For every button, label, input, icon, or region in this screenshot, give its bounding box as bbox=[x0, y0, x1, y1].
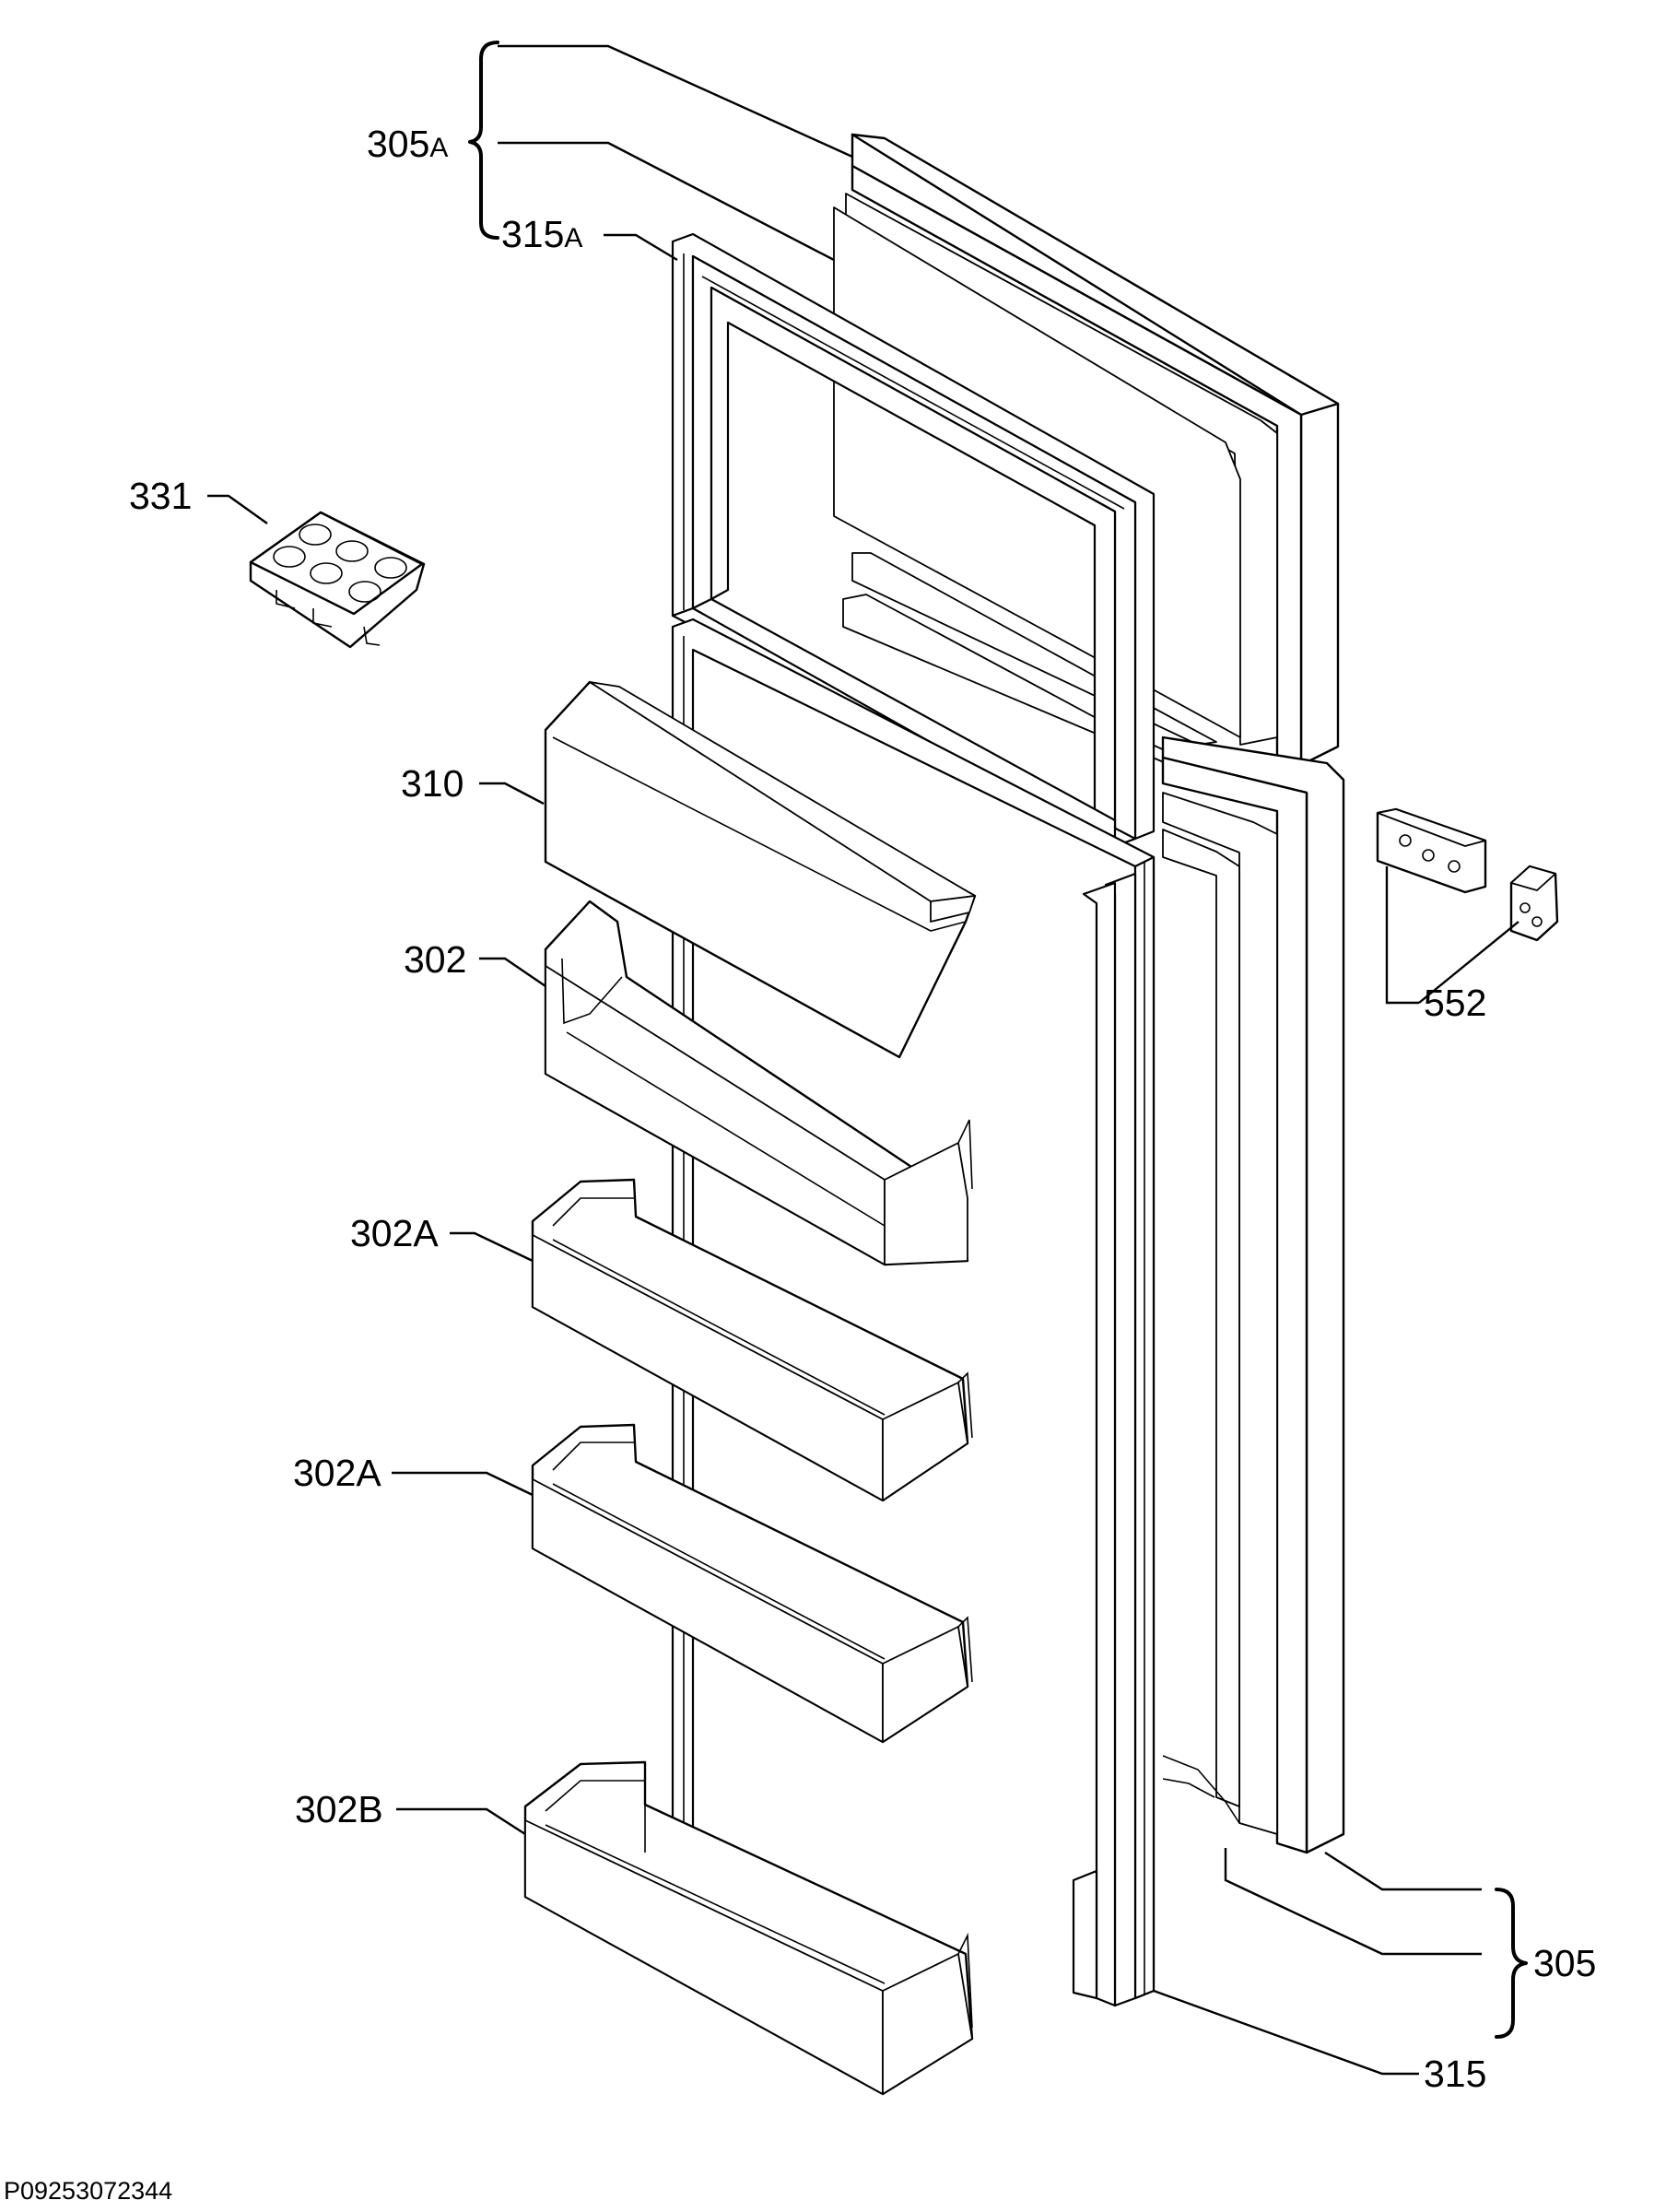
document-id: P09253072344 bbox=[4, 2177, 172, 2205]
label-310: 310 bbox=[401, 762, 463, 805]
label-302a-upper: 302A bbox=[350, 1212, 439, 1254]
hinge-kit bbox=[1376, 807, 1559, 942]
label-302a-lower: 302A bbox=[293, 1452, 381, 1494]
label-305: 305 bbox=[1533, 1942, 1596, 1984]
label-302: 302 bbox=[404, 938, 466, 981]
label-302b: 302B bbox=[295, 1788, 383, 1830]
fridge-door-panel bbox=[1161, 735, 1345, 1854]
bottle-shelf-top bbox=[544, 900, 973, 1266]
brace-305a bbox=[468, 41, 499, 240]
label-305a: 305A bbox=[367, 123, 448, 165]
door-shelf-lower bbox=[531, 1423, 973, 1744]
egg-tray bbox=[249, 511, 426, 649]
brace-305 bbox=[1495, 1888, 1528, 2039]
label-315a: 315A bbox=[501, 213, 582, 255]
freezer-door-panel bbox=[833, 133, 1340, 774]
label-315: 315 bbox=[1424, 2053, 1486, 2095]
shelf-cover bbox=[544, 680, 977, 1059]
leader-lines bbox=[207, 44, 1519, 2076]
door-shelf-bottom bbox=[523, 1760, 974, 2096]
label-552: 552 bbox=[1424, 982, 1486, 1024]
label-331: 331 bbox=[129, 475, 192, 517]
door-shelf-upper bbox=[531, 1178, 973, 1502]
